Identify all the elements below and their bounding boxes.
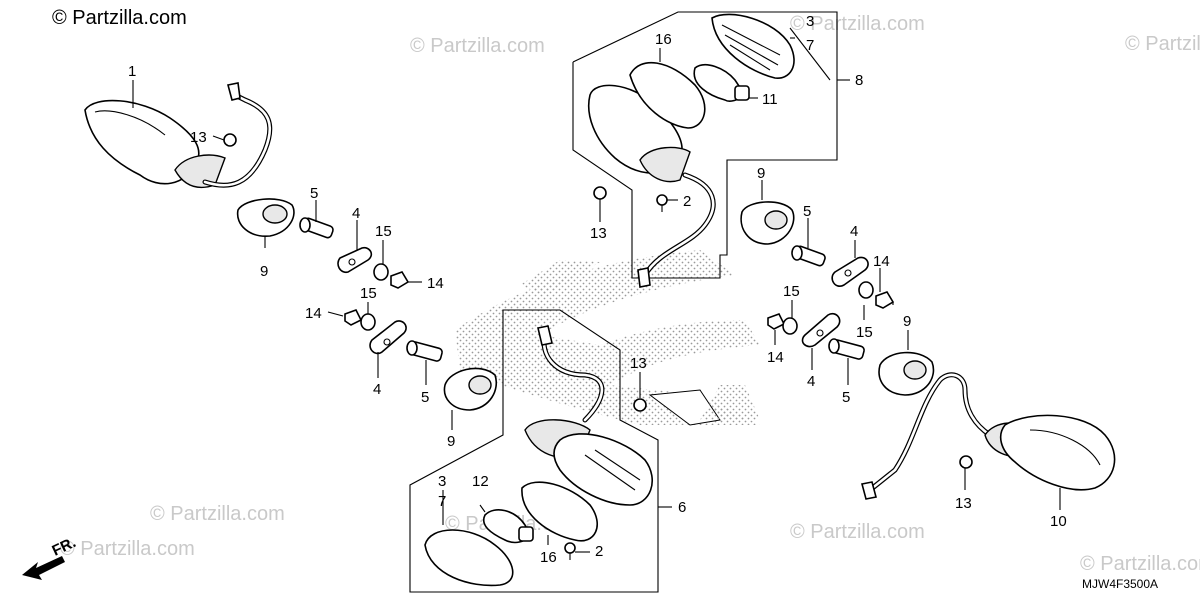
bolt-5b xyxy=(406,340,443,362)
washer-15c xyxy=(858,281,874,299)
washer-15a xyxy=(373,263,389,281)
callout-3b: 3 xyxy=(438,473,446,490)
turn-signal-housing-8 xyxy=(588,84,716,288)
callout-1: 1 xyxy=(128,63,136,80)
watermark-bottom-far-right: © Partzilla.com xyxy=(1080,553,1200,575)
bulb-11 xyxy=(693,64,750,102)
callout-14a: 14 xyxy=(427,275,444,292)
bolt-13b xyxy=(593,186,607,200)
callout-13a: 13 xyxy=(190,129,207,146)
callout-9b: 9 xyxy=(447,433,455,450)
callout-5b: 5 xyxy=(421,389,429,406)
bolt-5c xyxy=(791,245,826,267)
plate-4b xyxy=(369,320,407,355)
grommet-9a xyxy=(236,198,295,237)
background-logo xyxy=(455,250,760,426)
lens-3b xyxy=(424,529,514,587)
callout-11: 11 xyxy=(762,91,778,108)
callout-5c: 5 xyxy=(803,203,811,220)
callout-8: 8 xyxy=(855,72,863,89)
callout-15a: 15 xyxy=(375,223,392,240)
watermark-top-center: © Partzilla.com xyxy=(410,35,545,57)
watermark-mid-left: © Partzilla.com xyxy=(150,503,285,525)
callout-4c: 4 xyxy=(850,223,858,240)
watermark-bottom-left: © Partzilla.com xyxy=(60,538,195,560)
callout-7b: 7 xyxy=(438,493,446,510)
group-box-8 xyxy=(572,11,838,279)
callouts: 1 13 5 9 4 15 14 14 15 4 5 9 3 7 16 8 11… xyxy=(128,13,1067,566)
screw-2a xyxy=(656,194,668,212)
grommet-9d xyxy=(878,351,935,396)
callout-13c: 13 xyxy=(630,355,647,372)
callout-6: 6 xyxy=(678,499,686,516)
turn-signal-housing-6 xyxy=(524,325,654,506)
seal-16a xyxy=(629,61,706,129)
callout-2b: 2 xyxy=(595,543,603,560)
callout-5d: 5 xyxy=(842,389,850,406)
watermark-far-right: © Partzilla.com xyxy=(1125,33,1200,55)
callout-13d: 13 xyxy=(955,495,972,512)
grommet-9c xyxy=(740,201,795,245)
callout-16a: 16 xyxy=(655,31,672,48)
bolt-5a xyxy=(299,217,334,239)
washer-15d xyxy=(782,317,798,335)
callout-16b: 16 xyxy=(540,549,557,566)
callout-14c: 14 xyxy=(873,253,890,270)
callout-14b: 14 xyxy=(305,305,322,322)
callout-15d: 15 xyxy=(856,324,873,341)
seal-16b xyxy=(521,481,599,542)
watermark-top-right: © Partzilla.com xyxy=(790,13,925,35)
plate-4a xyxy=(337,246,373,274)
nut-14c xyxy=(875,291,895,309)
plate-4d xyxy=(801,312,841,348)
nut-14d xyxy=(767,313,786,330)
bolt-13c xyxy=(633,398,647,412)
turn-signal-assembly-1 xyxy=(84,82,273,188)
callout-4b: 4 xyxy=(373,381,381,398)
bolt-13d xyxy=(959,455,973,469)
callout-15b: 15 xyxy=(360,285,377,302)
diagram-code: MJW4F3500A xyxy=(1082,577,1158,591)
callout-3a: 3 xyxy=(806,13,814,30)
callout-9d: 9 xyxy=(903,313,911,330)
watermark-top-left: © Partzilla.com xyxy=(52,7,187,29)
group-box-6 xyxy=(409,309,659,593)
screw-2b xyxy=(564,542,576,560)
callout-7a: 7 xyxy=(806,37,814,54)
bulb-12 xyxy=(483,509,534,544)
turn-signal-assembly-10 xyxy=(861,372,1116,500)
plate-4c xyxy=(831,256,869,287)
washer-15b xyxy=(360,313,376,331)
callout-4a: 4 xyxy=(352,205,360,222)
callout-9a: 9 xyxy=(260,263,268,280)
nut-14b xyxy=(344,309,363,326)
callout-15c: 15 xyxy=(783,283,800,300)
leader-lines xyxy=(132,27,1061,553)
nut-14a xyxy=(390,271,410,289)
callout-9c: 9 xyxy=(757,165,765,182)
bolt-5d xyxy=(828,338,865,360)
callout-5a: 5 xyxy=(310,185,318,202)
bolt-13a xyxy=(223,133,237,147)
callout-2a: 2 xyxy=(683,193,691,210)
callout-14d: 14 xyxy=(767,349,784,366)
callout-13b: 13 xyxy=(590,225,607,242)
callout-10: 10 xyxy=(1050,513,1067,530)
callout-4d: 4 xyxy=(807,373,815,390)
watermark-bottom-right: © Partzilla.com xyxy=(790,521,925,543)
lens-3a xyxy=(711,13,795,79)
grommet-9b xyxy=(443,367,497,411)
callout-12: 12 xyxy=(472,473,489,490)
